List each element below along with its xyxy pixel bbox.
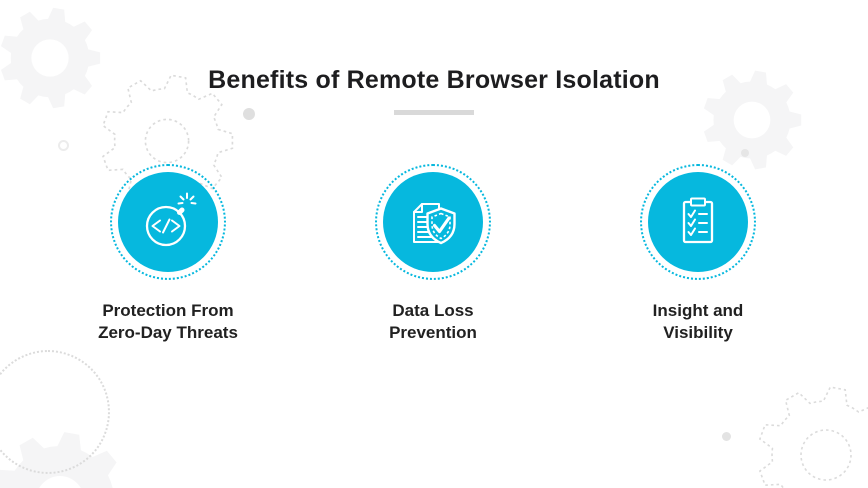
icon-circle [383, 172, 483, 272]
icon-circle [648, 172, 748, 272]
benefit-label-line1: Insight and [652, 301, 744, 320]
page-title: Benefits of Remote Browser Isolation [208, 66, 660, 94]
benefit-label-line1: Data Loss [392, 301, 474, 320]
benefit-label-line2: Prevention [389, 323, 477, 342]
benefit-label: Data Loss Prevention [323, 300, 543, 344]
dot-decoration [741, 149, 749, 157]
gear-icon [1, 7, 101, 109]
dot-decoration [243, 108, 255, 120]
benefit-item-data-loss-prevention: Data Loss Prevention [323, 164, 543, 344]
benefit-label-line2: Visibility [663, 323, 733, 342]
benefit-label: Insight and Visibility [588, 300, 808, 344]
clipboard-checklist-icon [682, 197, 714, 244]
benefit-item-insight-visibility: Insight and Visibility [588, 164, 808, 344]
gear-dashed-icon [758, 386, 868, 488]
dotted-ring [640, 164, 756, 280]
dot-decoration [722, 432, 731, 441]
shield-check-document-icon [413, 203, 456, 245]
code-bomb-icon [145, 192, 197, 247]
title-underline [394, 110, 474, 115]
benefit-label-line1: Protection From [102, 301, 234, 320]
gear-icon [703, 70, 802, 170]
benefit-item-protection-zero-day: Protection From Zero-Day Threats [58, 164, 278, 344]
icon-circle [118, 172, 218, 272]
benefit-label: Protection From Zero-Day Threats [58, 300, 278, 344]
dashed-circle-decoration [0, 350, 110, 474]
ring-dot-decoration [58, 140, 69, 151]
dotted-ring [375, 164, 491, 280]
benefit-label-line2: Zero-Day Threats [98, 323, 238, 342]
dotted-ring [110, 164, 226, 280]
